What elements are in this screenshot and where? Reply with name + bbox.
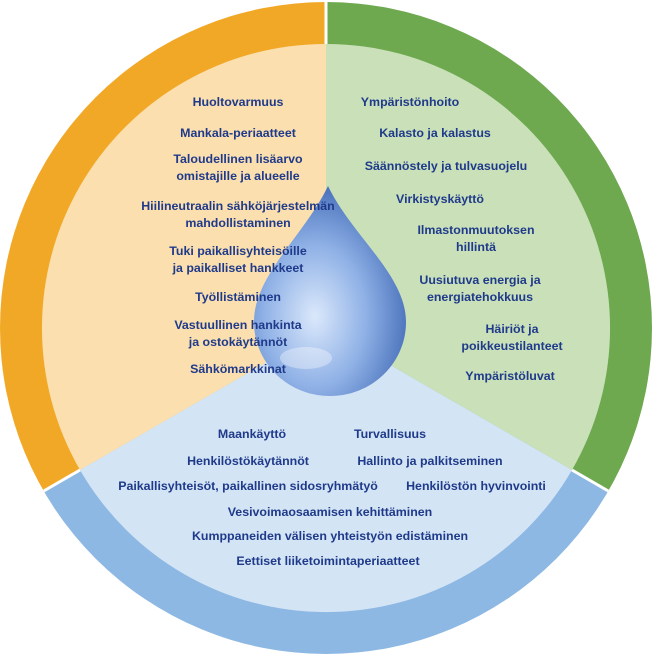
- economic-item: Työllistäminen: [195, 290, 281, 304]
- social-item: Vesivoimaosaamisen kehittäminen: [228, 505, 433, 519]
- social-item: Henkilöstön hyvinvointi: [406, 479, 546, 493]
- social-item: Paikallisyhteisöt, paikallinen sidosryhm…: [118, 479, 378, 493]
- environmental-item: Virkistyskäyttö: [396, 192, 484, 206]
- social-item: Maankäyttö: [218, 427, 287, 441]
- social-item: Henkilöstökäytännöt: [187, 454, 309, 468]
- economic-items: HuoltovarmuusMankala-periaatteetTaloudel…: [141, 95, 335, 376]
- environmental-item: Säännöstely ja tulvasuojelu: [365, 159, 528, 173]
- social-item: Hallinto ja palkitseminen: [357, 454, 502, 468]
- water-drop-icon: [254, 186, 406, 396]
- economic-item: Sähkömarkkinat: [190, 362, 286, 376]
- divider-left: [41, 468, 81, 494]
- social-item: Kumppaneiden välisen yhteistyön edistämi…: [192, 529, 468, 543]
- economic-sector: [41, 43, 326, 470]
- environmental-item: Kalasto ja kalastus: [379, 126, 491, 140]
- economic-item: Huoltovarmuus: [193, 95, 284, 109]
- social-items: Maankäyttö TurvallisuusHenkilöstökäytännö…: [118, 427, 546, 568]
- environmental-item: Ympäristöluvat: [465, 369, 555, 383]
- economic-item: Mankala-periaatteet: [180, 126, 296, 140]
- environmental-sector: [326, 43, 611, 470]
- environmental-item: Ympäristönhoito: [361, 95, 460, 109]
- social-item: Eettiset liiketoimintaperiaatteet: [236, 554, 419, 568]
- wheel: [0, 2, 652, 654]
- divider-right: [571, 468, 611, 494]
- social-sector: [80, 328, 572, 613]
- social-item: Turvallisuus: [354, 427, 426, 441]
